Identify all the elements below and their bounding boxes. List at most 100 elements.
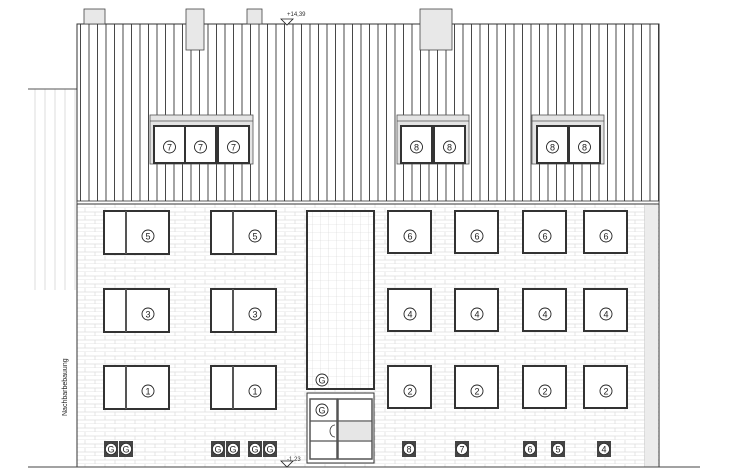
basement-vent: G xyxy=(104,441,118,457)
elevation-mark-bottom: -1,23 xyxy=(280,457,301,468)
elevation-bottom-label: -1,23 xyxy=(287,457,301,463)
vent-circle xyxy=(598,443,610,455)
window: 6 xyxy=(583,210,628,254)
window-number: 8 xyxy=(582,143,587,153)
window-number: 2 xyxy=(542,387,547,397)
window-number-circle xyxy=(248,384,262,398)
dormer-window xyxy=(433,125,466,164)
vent-label: 8 xyxy=(406,445,411,455)
vent-label: G xyxy=(251,445,258,455)
window-number-circle xyxy=(141,384,155,398)
basement-vent: G xyxy=(119,441,133,457)
window-number: 6 xyxy=(603,232,608,242)
window-number-circle xyxy=(403,307,417,321)
neighbor-building xyxy=(28,88,77,290)
window-number-circle xyxy=(141,307,155,321)
window: 4 xyxy=(583,288,628,332)
chimney xyxy=(246,8,263,25)
basement-vent: G xyxy=(263,441,277,457)
window-number-circle xyxy=(578,140,591,154)
window-number-circle xyxy=(163,140,176,154)
basement-vent: 5 xyxy=(551,441,565,457)
vent-circle xyxy=(456,443,468,455)
window-number-circle xyxy=(599,384,613,398)
window-number: 4 xyxy=(474,310,479,320)
stair-window: G xyxy=(306,210,375,390)
window: 2 xyxy=(387,365,432,409)
window: 1 xyxy=(103,365,170,410)
vent-circle xyxy=(552,443,564,455)
vent-label: 7 xyxy=(459,445,464,455)
window-number-circle xyxy=(538,307,552,321)
window-number: 4 xyxy=(407,310,412,320)
window-number-circle xyxy=(141,229,155,243)
window-number-circle xyxy=(403,229,417,243)
basement-vent: G xyxy=(226,441,240,457)
vent-label: G xyxy=(229,445,236,455)
vent-label: G xyxy=(107,445,114,455)
vent-circle xyxy=(524,443,536,455)
neighbor-label: Nachbarbebauung xyxy=(62,358,69,416)
window-number: 4 xyxy=(542,310,547,320)
window: 3 xyxy=(210,288,277,333)
window-number-circle xyxy=(410,140,423,154)
entrance-door[interactable]: G xyxy=(306,392,375,464)
window-number: 2 xyxy=(474,387,479,397)
window-number-circle xyxy=(470,307,484,321)
basement-vent: G xyxy=(211,441,225,457)
basement-vent: G xyxy=(248,441,262,457)
window: 1 xyxy=(210,365,277,410)
chimney xyxy=(185,8,205,51)
window-number: 3 xyxy=(252,310,257,320)
dormer-window xyxy=(153,125,186,164)
window-number-circle xyxy=(403,384,417,398)
window-number-circle xyxy=(546,140,559,154)
vent-label: 6 xyxy=(527,445,532,455)
window: 6 xyxy=(454,210,499,254)
chimney xyxy=(419,8,453,51)
window-frame xyxy=(210,365,277,410)
basement-vent: 6 xyxy=(523,441,537,457)
vent-label: 5 xyxy=(555,445,560,455)
window-number: 5 xyxy=(252,232,257,242)
window-frame xyxy=(210,288,277,333)
vent-label: 4 xyxy=(601,445,606,455)
window: 4 xyxy=(522,288,567,332)
basement-vent: 4 xyxy=(597,441,611,457)
window-number: 8 xyxy=(447,143,452,153)
window-number: 6 xyxy=(542,232,547,242)
door-label: G xyxy=(318,406,325,416)
window: 2 xyxy=(454,365,499,409)
window-number: 8 xyxy=(550,143,555,153)
window-number-circle xyxy=(443,140,456,154)
window-number: 6 xyxy=(474,232,479,242)
window-number-circle xyxy=(248,229,262,243)
window-number-circle xyxy=(599,229,613,243)
stair-window-label: G xyxy=(318,376,325,386)
vent-circle xyxy=(120,443,132,455)
window-number: 8 xyxy=(414,143,419,153)
roof xyxy=(76,23,660,205)
window: 2 xyxy=(522,365,567,409)
window-number: 1 xyxy=(145,387,150,397)
vent-label: G xyxy=(266,445,273,455)
window: 5 xyxy=(103,210,170,255)
window: 5 xyxy=(210,210,277,255)
window-number: 4 xyxy=(603,310,608,320)
chimney xyxy=(83,8,106,25)
window-number-circle xyxy=(599,307,613,321)
window-number: 2 xyxy=(407,387,412,397)
window-number: 3 xyxy=(145,310,150,320)
window-number: 2 xyxy=(603,387,608,397)
vent-label: G xyxy=(122,445,129,455)
vent-circle xyxy=(264,443,276,455)
window-number: 5 xyxy=(145,232,150,242)
chimneys xyxy=(83,8,453,51)
window-number-circle xyxy=(227,140,240,154)
elevation-mark-top: +14,39 xyxy=(280,12,306,26)
